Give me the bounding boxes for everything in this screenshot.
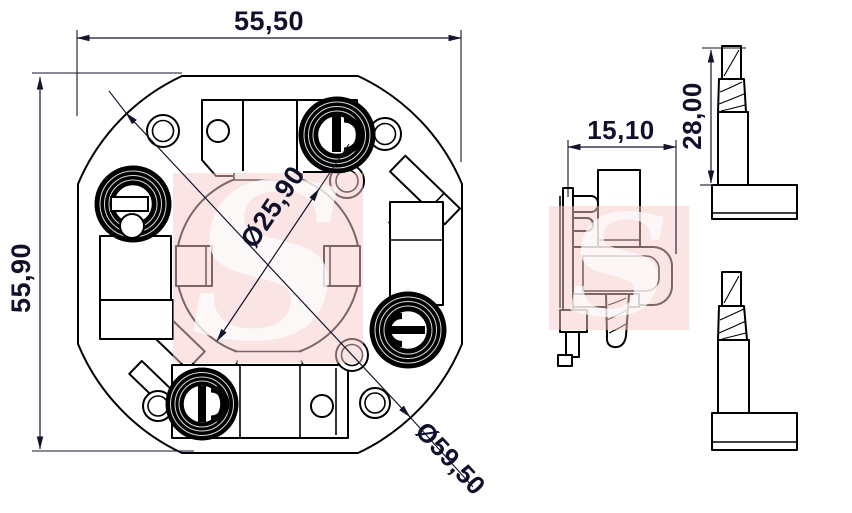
watermark-letter: S — [568, 185, 669, 349]
spring-coil-right — [369, 291, 447, 369]
side-view: S — [549, 169, 689, 367]
dim-label-side-width: 15,10 — [587, 115, 655, 145]
watermark-letter: S — [190, 136, 345, 389]
dim-brush-height: 28,00 — [677, 47, 746, 186]
dim-overall-width: 55,50 — [76, 6, 462, 162]
brush-lead — [717, 111, 749, 186]
small-hole — [310, 394, 334, 418]
brush-box-left — [99, 235, 174, 340]
mounting-hole — [359, 387, 391, 419]
brush-box-right — [389, 201, 444, 306]
dim-side-width: 15,10 — [567, 115, 677, 254]
dim-label-brush-height: 28,00 — [677, 82, 707, 150]
watermark-logo-main: S — [173, 136, 363, 389]
mounting-hole — [146, 114, 180, 148]
front-view: S — [77, 75, 463, 454]
brush-block — [711, 184, 798, 220]
dim-label-overall-width: 55,50 — [234, 6, 304, 36]
brush-lead — [717, 339, 750, 414]
dim-label-outer-diameter: Ø59,50 — [410, 416, 492, 501]
dim-overall-height: 55,90 — [6, 72, 194, 452]
dim-label-overall-height: 55,90 — [6, 243, 36, 313]
brush-block — [711, 412, 798, 451]
watermark-logo-side: S — [549, 185, 689, 349]
spring-coil-left — [94, 165, 172, 243]
carbon-brush-bottom — [711, 271, 798, 451]
carbon-brush-top — [711, 45, 798, 220]
